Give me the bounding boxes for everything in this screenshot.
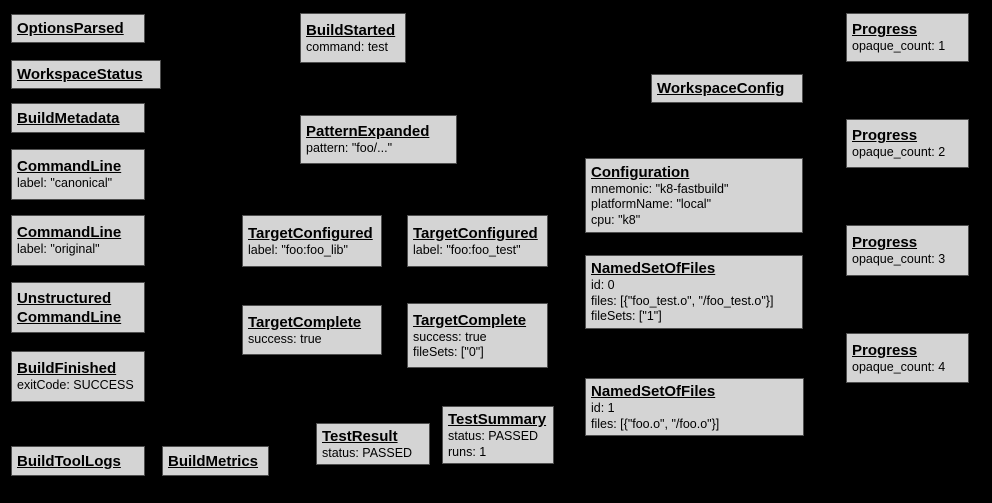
node-attribute: status: PASSED — [448, 429, 539, 443]
node-title: BuildToolLogs — [17, 452, 121, 470]
node-attribute: label: "canonical" — [17, 176, 113, 191]
node-attribute: id: 1 — [591, 401, 615, 415]
node-title: CommandLine — [17, 158, 122, 176]
node-build-metrics: BuildMetrics — [162, 446, 269, 476]
node-options-parsed: OptionsParsed — [11, 14, 145, 43]
node-test-summary: TestSummary status: PASSED runs: 1 — [442, 406, 554, 464]
node-attribute: label: "foo:foo_test" — [413, 242, 521, 257]
node-attribute: opaque_count: 3 — [852, 252, 946, 267]
node-attribute: files: [{"foo.o", "/foo.o"}] — [591, 416, 720, 431]
node-test-result: TestResult status: PASSED — [316, 423, 430, 465]
node-attribute: opaque_count: 1 — [852, 39, 946, 54]
node-attribute: label: "foo:foo_lib" — [248, 242, 348, 257]
node-target-configured-foo-test: TargetConfigured label: "foo:foo_test" — [407, 215, 548, 267]
node-attribute: status: PASSED — [322, 445, 413, 460]
node-title: TargetComplete — [248, 313, 362, 331]
node-target-configured-foo-lib: TargetConfigured label: "foo:foo_lib" — [242, 215, 382, 267]
node-attribute: label: "original" — [17, 242, 100, 257]
node-title: BuildStarted — [306, 21, 396, 39]
node-unstructured-commandline: Unstructured CommandLine — [11, 282, 145, 333]
node-build-finished: BuildFinished exitCode: SUCCESS — [11, 351, 145, 402]
node-title: Configuration — [591, 163, 690, 181]
node-progress-4: Progress opaque_count: 4 — [846, 333, 969, 383]
node-attribute: id: 0 — [591, 278, 615, 293]
node-title: NamedSetOfFiles — [591, 383, 716, 400]
node-title: Progress — [852, 21, 918, 39]
node-title: WorkspaceConfig — [657, 80, 785, 97]
node-title-line2: CommandLine — [17, 308, 122, 326]
node-attribute: command: test — [306, 39, 388, 54]
node-build-tool-logs: BuildToolLogs — [11, 446, 145, 476]
node-pattern-expanded: PatternExpanded pattern: "foo/..." — [300, 115, 457, 164]
node-attribute: platformName: "local" — [591, 197, 712, 212]
node-title: BuildFinished — [17, 360, 117, 378]
node-title: OptionsParsed — [17, 20, 124, 37]
node-attribute: opaque_count: 2 — [852, 145, 946, 160]
node-workspace-config: WorkspaceConfig — [651, 74, 803, 103]
node-workspace-status: WorkspaceStatus — [11, 60, 161, 89]
node-build-started: BuildStarted command: test — [300, 13, 406, 63]
node-attribute: cpu: "k8" — [591, 212, 641, 227]
node-title: TestResult — [322, 427, 398, 445]
node-named-set-of-files-1: NamedSetOfFiles id: 1 files: [{"foo.o", … — [585, 378, 804, 436]
node-attribute: success: true — [413, 329, 487, 344]
node-attribute: runs: 1 — [448, 444, 487, 459]
node-title: Unstructured — [17, 289, 112, 307]
node-attribute: files: [{"foo_test.o", "/foo_test.o"}] — [591, 293, 774, 308]
node-title: Progress — [852, 234, 918, 252]
node-progress-3: Progress opaque_count: 3 — [846, 225, 969, 276]
node-attribute: exitCode: SUCCESS — [17, 378, 134, 393]
node-title: BuildMetrics — [168, 452, 259, 470]
node-attribute: pattern: "foo/..." — [306, 141, 393, 156]
node-attribute: fileSets: ["1"] — [591, 309, 662, 324]
node-title: TargetConfigured — [413, 224, 538, 242]
node-title: Progress — [852, 127, 918, 145]
node-target-complete-test: TargetComplete success: true fileSets: [… — [407, 303, 548, 368]
node-title: TargetConfigured — [248, 224, 373, 242]
node-title: NamedSetOfFiles — [591, 260, 716, 278]
node-attribute: mnemonic: "k8-fastbuild" — [591, 181, 729, 196]
node-progress-1: Progress opaque_count: 1 — [846, 13, 969, 62]
node-title: Progress — [852, 341, 918, 359]
node-configuration: Configuration mnemonic: "k8-fastbuild" p… — [585, 158, 803, 233]
node-title: WorkspaceStatus — [17, 66, 143, 83]
node-title: BuildMetadata — [17, 109, 120, 127]
node-title: TestSummary — [448, 411, 547, 428]
node-target-complete-lib: TargetComplete success: true — [242, 305, 382, 355]
node-named-set-of-files-0: NamedSetOfFiles id: 0 files: [{"foo_test… — [585, 255, 803, 329]
node-attribute: success: true — [248, 331, 322, 346]
node-attribute: fileSets: ["0"] — [413, 345, 484, 359]
node-commandline-original: CommandLine label: "original" — [11, 215, 145, 266]
node-progress-2: Progress opaque_count: 2 — [846, 119, 969, 168]
node-title: PatternExpanded — [306, 123, 430, 141]
node-title: CommandLine — [17, 224, 122, 242]
node-commandline-canonical: CommandLine label: "canonical" — [11, 149, 145, 200]
node-attribute: opaque_count: 4 — [852, 359, 946, 374]
node-build-metadata: BuildMetadata — [11, 103, 145, 133]
node-title: TargetComplete — [413, 311, 527, 329]
